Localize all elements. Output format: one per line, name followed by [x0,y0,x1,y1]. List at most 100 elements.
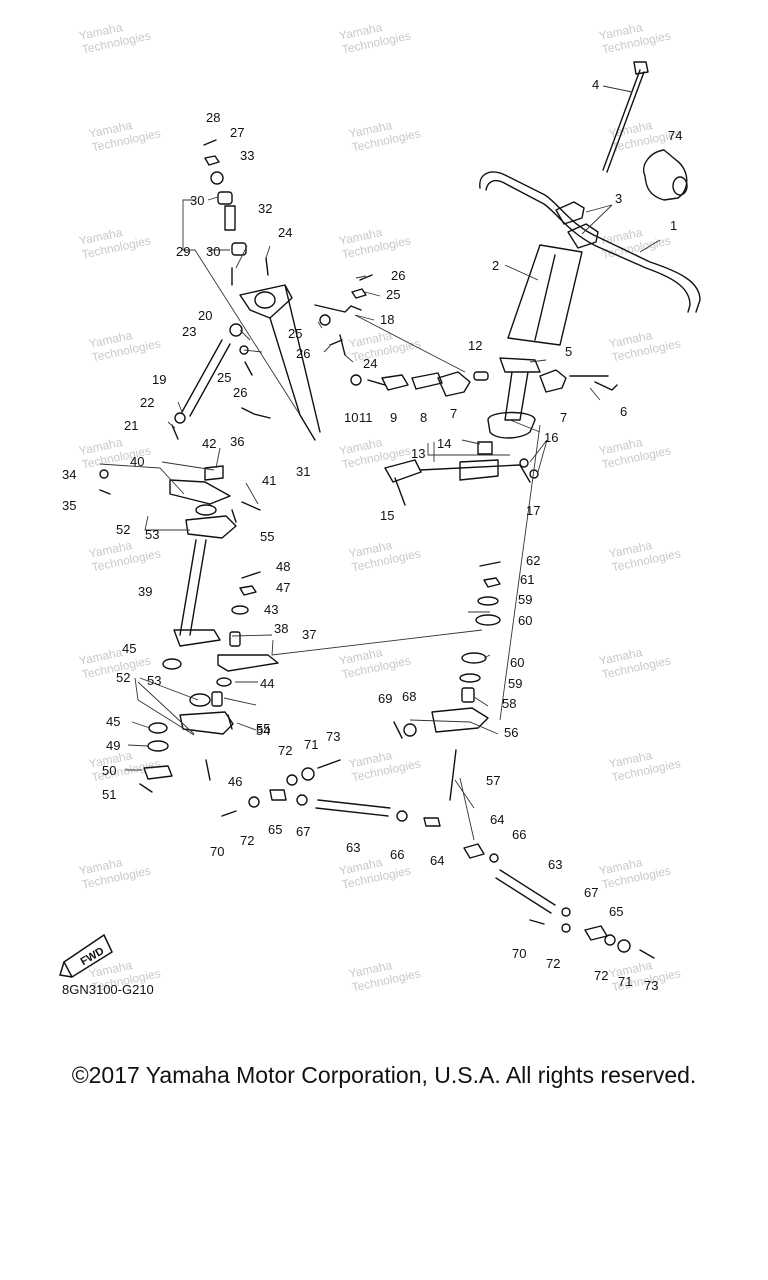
steering-knuckle-part [185,515,237,539]
washer-part [461,652,487,664]
handlebar-cover-part [643,149,688,201]
nut-part [617,939,631,953]
callout-c31: 31 [296,464,310,479]
callout-c74: 74 [668,128,682,143]
ball-joint-part [171,424,179,440]
callout-c73b: 73 [644,978,658,993]
callout-c53b: 53 [147,673,161,688]
washer-part [459,673,481,683]
callout-c18: 18 [380,312,394,327]
callout-c50: 50 [102,763,116,778]
cotter-pin-part [317,759,341,769]
nut-part [396,810,408,822]
callout-c33: 33 [240,148,254,163]
tie-rod-part [495,869,556,914]
nut-part [301,767,315,781]
callout-c72b: 72 [240,833,254,848]
callout-c59a: 59 [518,592,532,607]
callout-c61: 61 [520,572,534,587]
tie-rod-part [181,339,231,417]
callout-c17: 17 [526,503,540,518]
callout-c53a: 53 [145,527,159,542]
callout-c7a: 7 [450,406,457,421]
washer-part [210,171,224,185]
bracket-52-53-lower [134,677,195,736]
lower-arm-bolt [394,464,531,506]
callout-c8: 8 [420,410,427,425]
lower-bracket-part [179,711,234,735]
callout-c62: 62 [526,553,540,568]
washer-part [248,796,260,808]
nut-part [239,585,257,596]
callout-c67b: 67 [584,885,598,900]
callout-c60b: 60 [510,655,524,670]
oil-seal-part [162,658,182,670]
callout-c71a: 71 [304,737,318,752]
bolt-part [569,375,618,391]
callout-c37: 37 [302,627,316,642]
castle-nut-part [143,765,173,780]
callout-c43: 43 [264,602,278,617]
callout-c13: 13 [411,446,425,461]
sleeve-part [224,205,236,231]
callout-c36: 36 [230,434,244,449]
callout-c22: 22 [140,395,154,410]
callout-c66b: 66 [512,827,526,842]
bolt-part [205,714,233,781]
collar-part [229,631,241,647]
link-plate-part [411,372,443,390]
callout-c26a: 26 [391,268,405,283]
drawing-code: 8GN3100-G210 [62,982,154,997]
clamp-part [437,369,567,397]
callout-c26c: 26 [233,385,247,400]
cotter-pin-part [479,561,501,567]
callout-c28: 28 [206,110,220,125]
callout-c63b: 63 [548,857,562,872]
callout-c72d: 72 [594,968,608,983]
steering-column-part [487,357,541,439]
nut-part [350,374,362,386]
callout-c44: 44 [260,676,274,691]
bolt-part [231,509,237,523]
callout-c23: 23 [182,324,196,339]
callout-c55b: 55 [256,721,270,736]
washer-part [475,614,501,626]
bolt-part [221,810,237,817]
callout-c72c: 72 [546,956,560,971]
callout-c15: 15 [380,508,394,523]
washer-part [604,934,616,946]
steering-bolt-head [633,61,649,75]
callout-c65a: 65 [268,822,282,837]
collar-part [461,687,475,703]
nut-part [174,412,186,424]
bolt-part [339,334,346,356]
callout-c9: 9 [390,410,397,425]
handlebar-holder-part [555,201,599,249]
nut-part [296,794,308,806]
callout-c20: 20 [198,308,212,323]
rod-end-part [423,817,485,859]
bolt-part [367,379,386,386]
callout-c64a: 64 [430,853,444,868]
callout-c58: 58 [502,696,516,711]
callout-c19: 19 [152,372,166,387]
lower-arm-part [384,441,521,483]
collar-part [217,191,233,205]
cotter-pin-part [139,783,153,793]
callout-c54: 54 [256,723,270,738]
pitman-arm-boss [254,291,276,309]
nut-part [561,907,571,917]
callout-c6: 6 [620,404,627,419]
callout-c5: 5 [565,344,572,359]
callout-c30a: 30 [190,193,204,208]
idler-arm-part [431,707,489,733]
washer-part [319,314,331,326]
callout-c67a: 67 [296,824,310,839]
bolt-part [449,749,457,801]
callout-c55a: 55 [260,529,274,544]
callout-c47: 47 [276,580,290,595]
callout-c29: 29 [176,244,190,259]
